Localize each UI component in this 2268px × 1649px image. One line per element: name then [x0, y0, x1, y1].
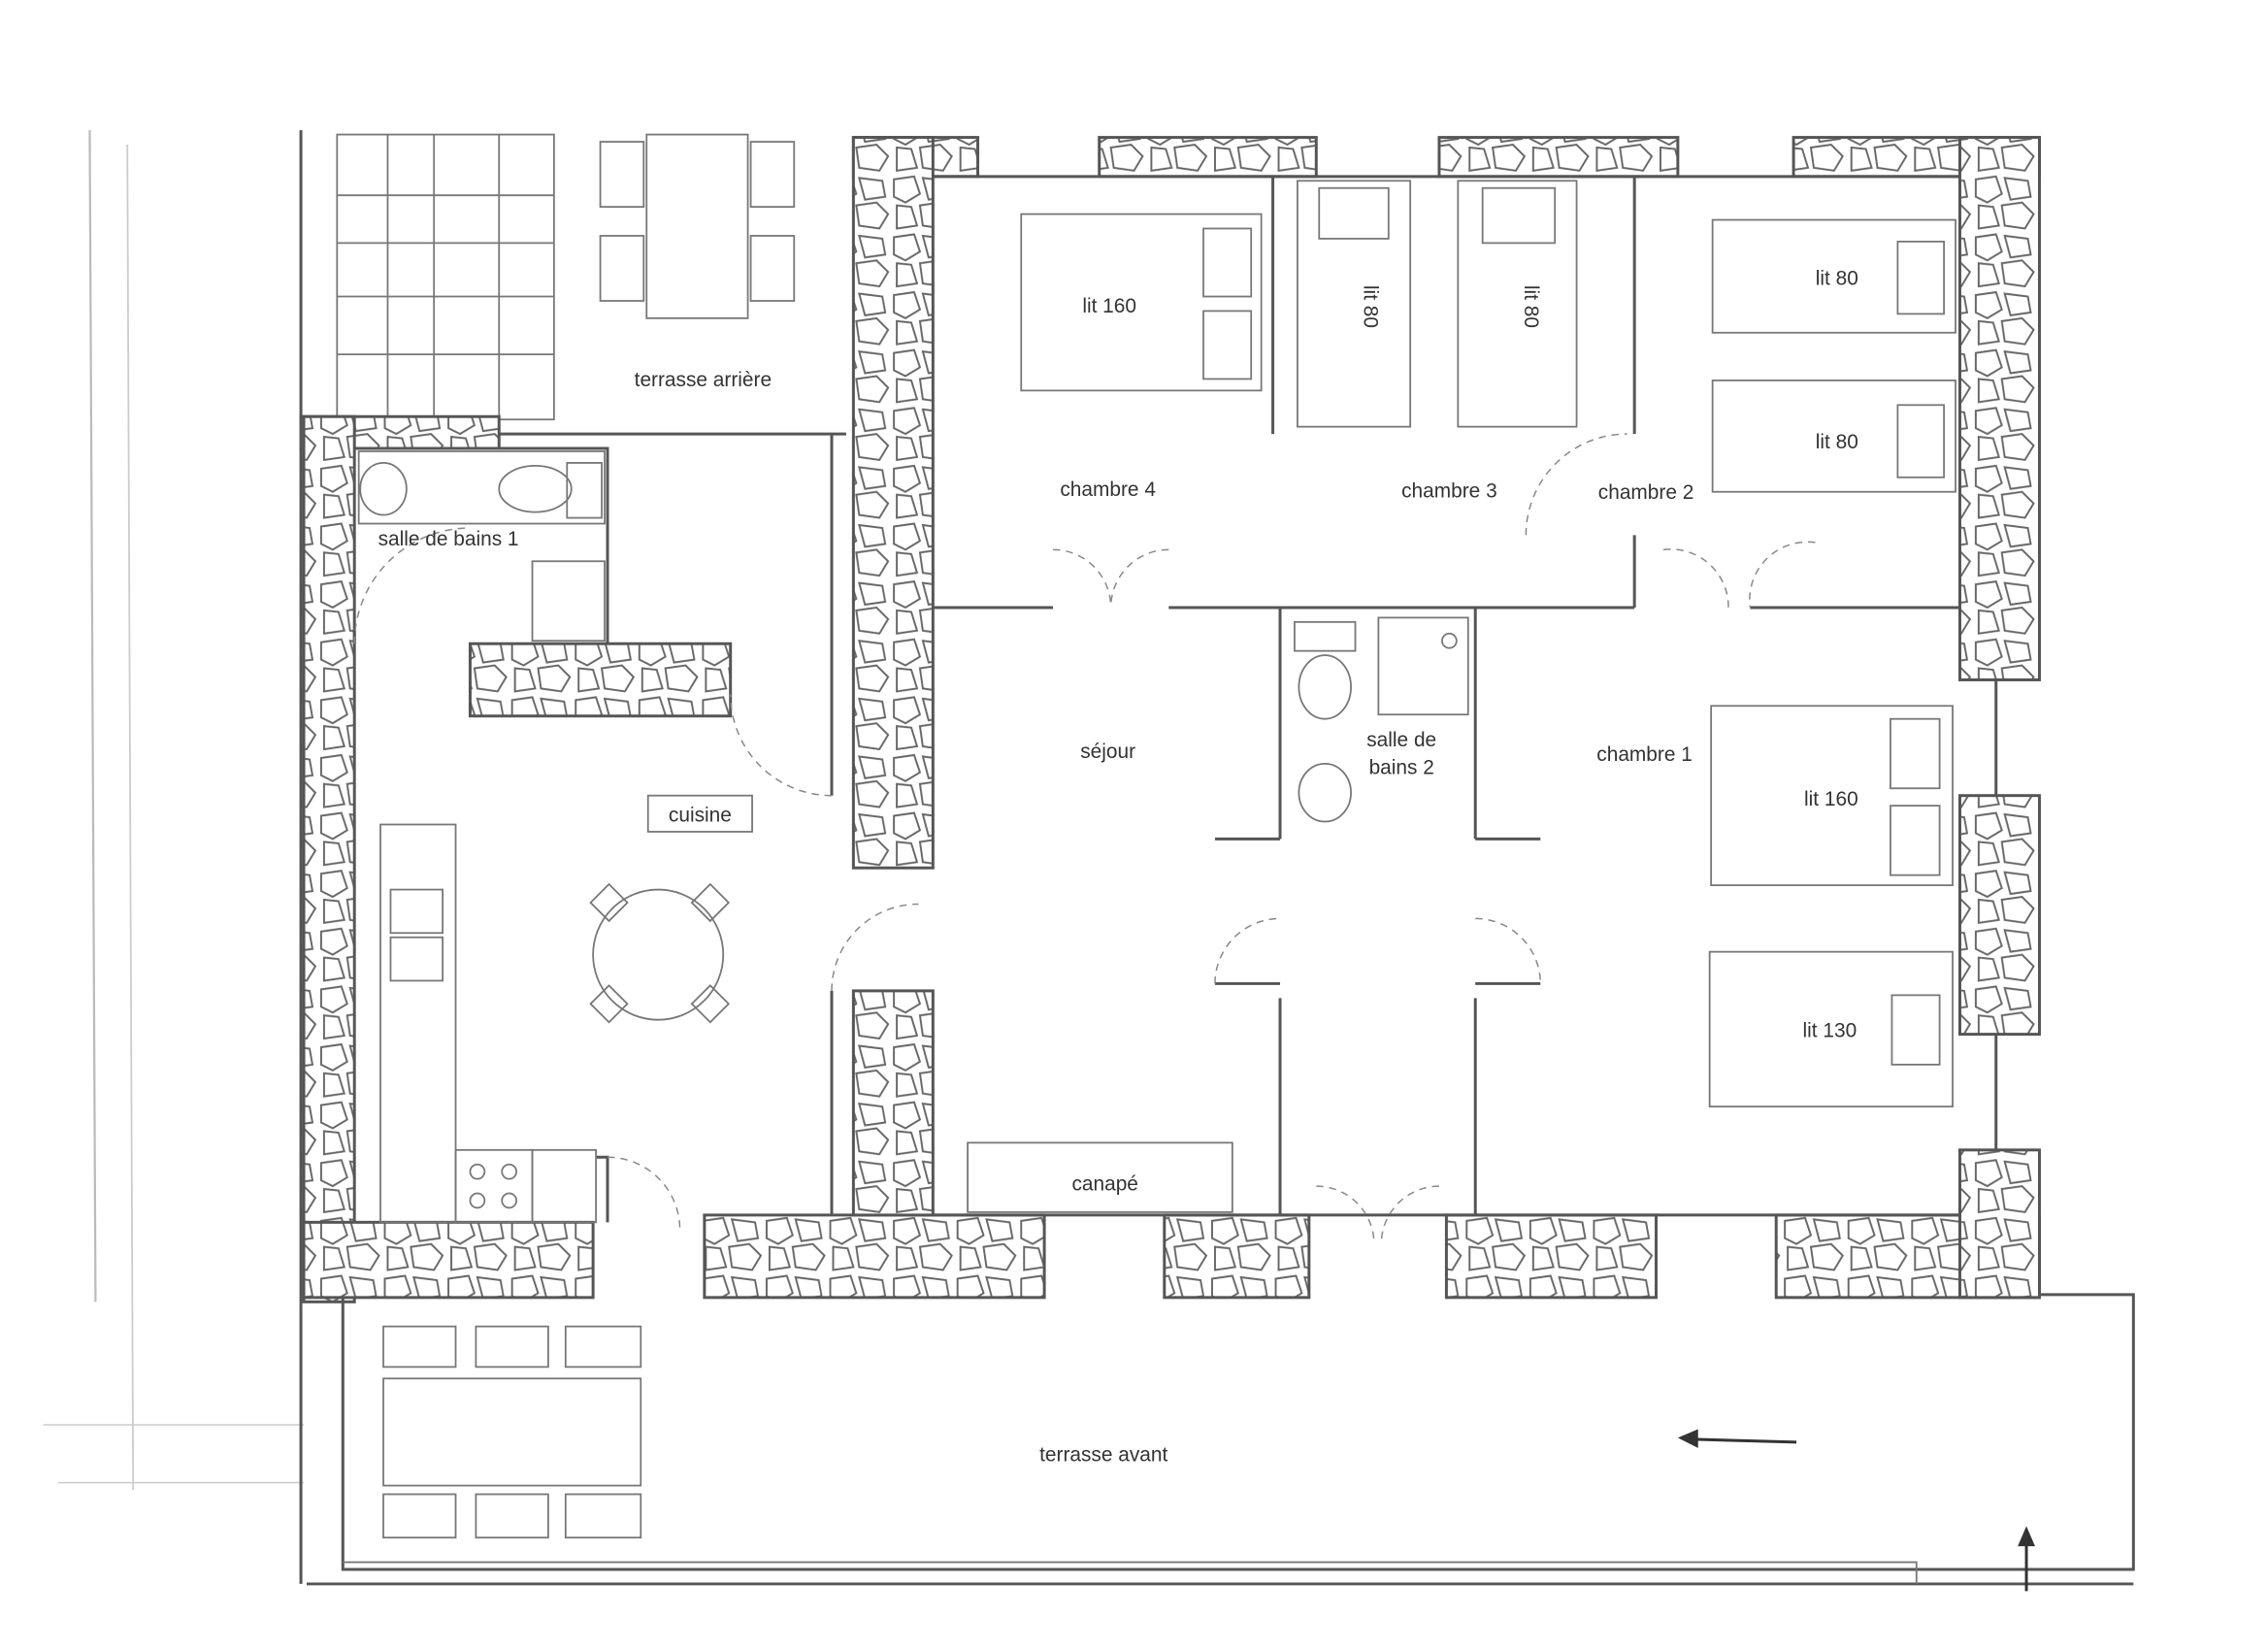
room-label: terrasse arrière: [635, 369, 772, 391]
kitchen: cuisine: [379, 794, 753, 1224]
chair: [564, 1493, 642, 1539]
toilet-icon: [498, 464, 573, 513]
chair: [599, 141, 645, 209]
room-label: séjour: [1080, 741, 1135, 763]
toilet-icon: [1298, 654, 1352, 720]
room-label: terrasse avant: [1039, 1443, 1167, 1466]
bed-label: lit 160: [1804, 788, 1858, 810]
living-room: séjour canapé: [967, 741, 1233, 1213]
front-terrace-table: [382, 1377, 642, 1487]
bedroom-1: chambre 1 lit 160 lit 130: [1596, 705, 1954, 1108]
bedroom-4: lit 160 chambre 4: [1020, 213, 1263, 501]
chair: [475, 1325, 549, 1369]
bedroom-3: lit 80 lit 80 chambre 3: [1297, 180, 1578, 503]
stove-icon: [454, 1148, 534, 1224]
chair: [475, 1493, 549, 1539]
sink-icon: [359, 462, 408, 516]
bed-label: lit 80: [1359, 285, 1381, 328]
sofa-label: canapé: [1071, 1173, 1137, 1196]
chair: [749, 141, 796, 209]
back-terrace: terrasse arrière: [336, 133, 846, 436]
bed-label: lit 80: [1816, 431, 1858, 453]
shower: [1377, 616, 1469, 716]
room-label: chambre 2: [1598, 481, 1694, 504]
back-terrace-table: [645, 133, 749, 319]
room-label: chambre 3: [1401, 480, 1497, 503]
chair: [599, 235, 645, 302]
sink-icon: [389, 888, 444, 935]
bed-label: lit 130: [1803, 1020, 1857, 1042]
bed-label: lit 80: [1520, 285, 1542, 328]
room-label: bains 2: [1369, 756, 1434, 778]
chair: [749, 235, 796, 302]
bathroom-2: salle de bains 2: [1294, 616, 1469, 823]
sink-icon: [1298, 763, 1352, 823]
dimension-lines: [43, 130, 305, 1491]
arrow-up-icon: [2018, 1526, 2035, 1592]
stone-walls: [299, 136, 2041, 1303]
round-table: [592, 888, 725, 1021]
chair: [382, 1493, 457, 1539]
room-label: salle de bains 1: [378, 528, 519, 550]
arrow-left-icon: [1677, 1429, 1797, 1448]
room-label: chambre 1: [1596, 743, 1693, 766]
chair: [564, 1325, 642, 1369]
sink-icon: [389, 936, 444, 982]
bedroom-2: lit 80 lit 80 chambre 2: [1598, 218, 1956, 504]
bed-label: lit 80: [1816, 268, 1858, 290]
shower: [531, 560, 606, 643]
bathroom-1: salle de bains 1: [357, 450, 606, 643]
room-label: cuisine: [669, 805, 732, 827]
chair: [382, 1325, 457, 1369]
door-swings: [353, 433, 1816, 1244]
bed-label: lit 160: [1082, 295, 1136, 317]
sofa: [967, 1141, 1233, 1213]
room-label: chambre 4: [1060, 478, 1156, 501]
front-terrace: terrasse avant: [341, 1293, 2135, 1592]
room-label: salle de: [1366, 729, 1436, 751]
kitchen-label-box: [646, 794, 753, 833]
